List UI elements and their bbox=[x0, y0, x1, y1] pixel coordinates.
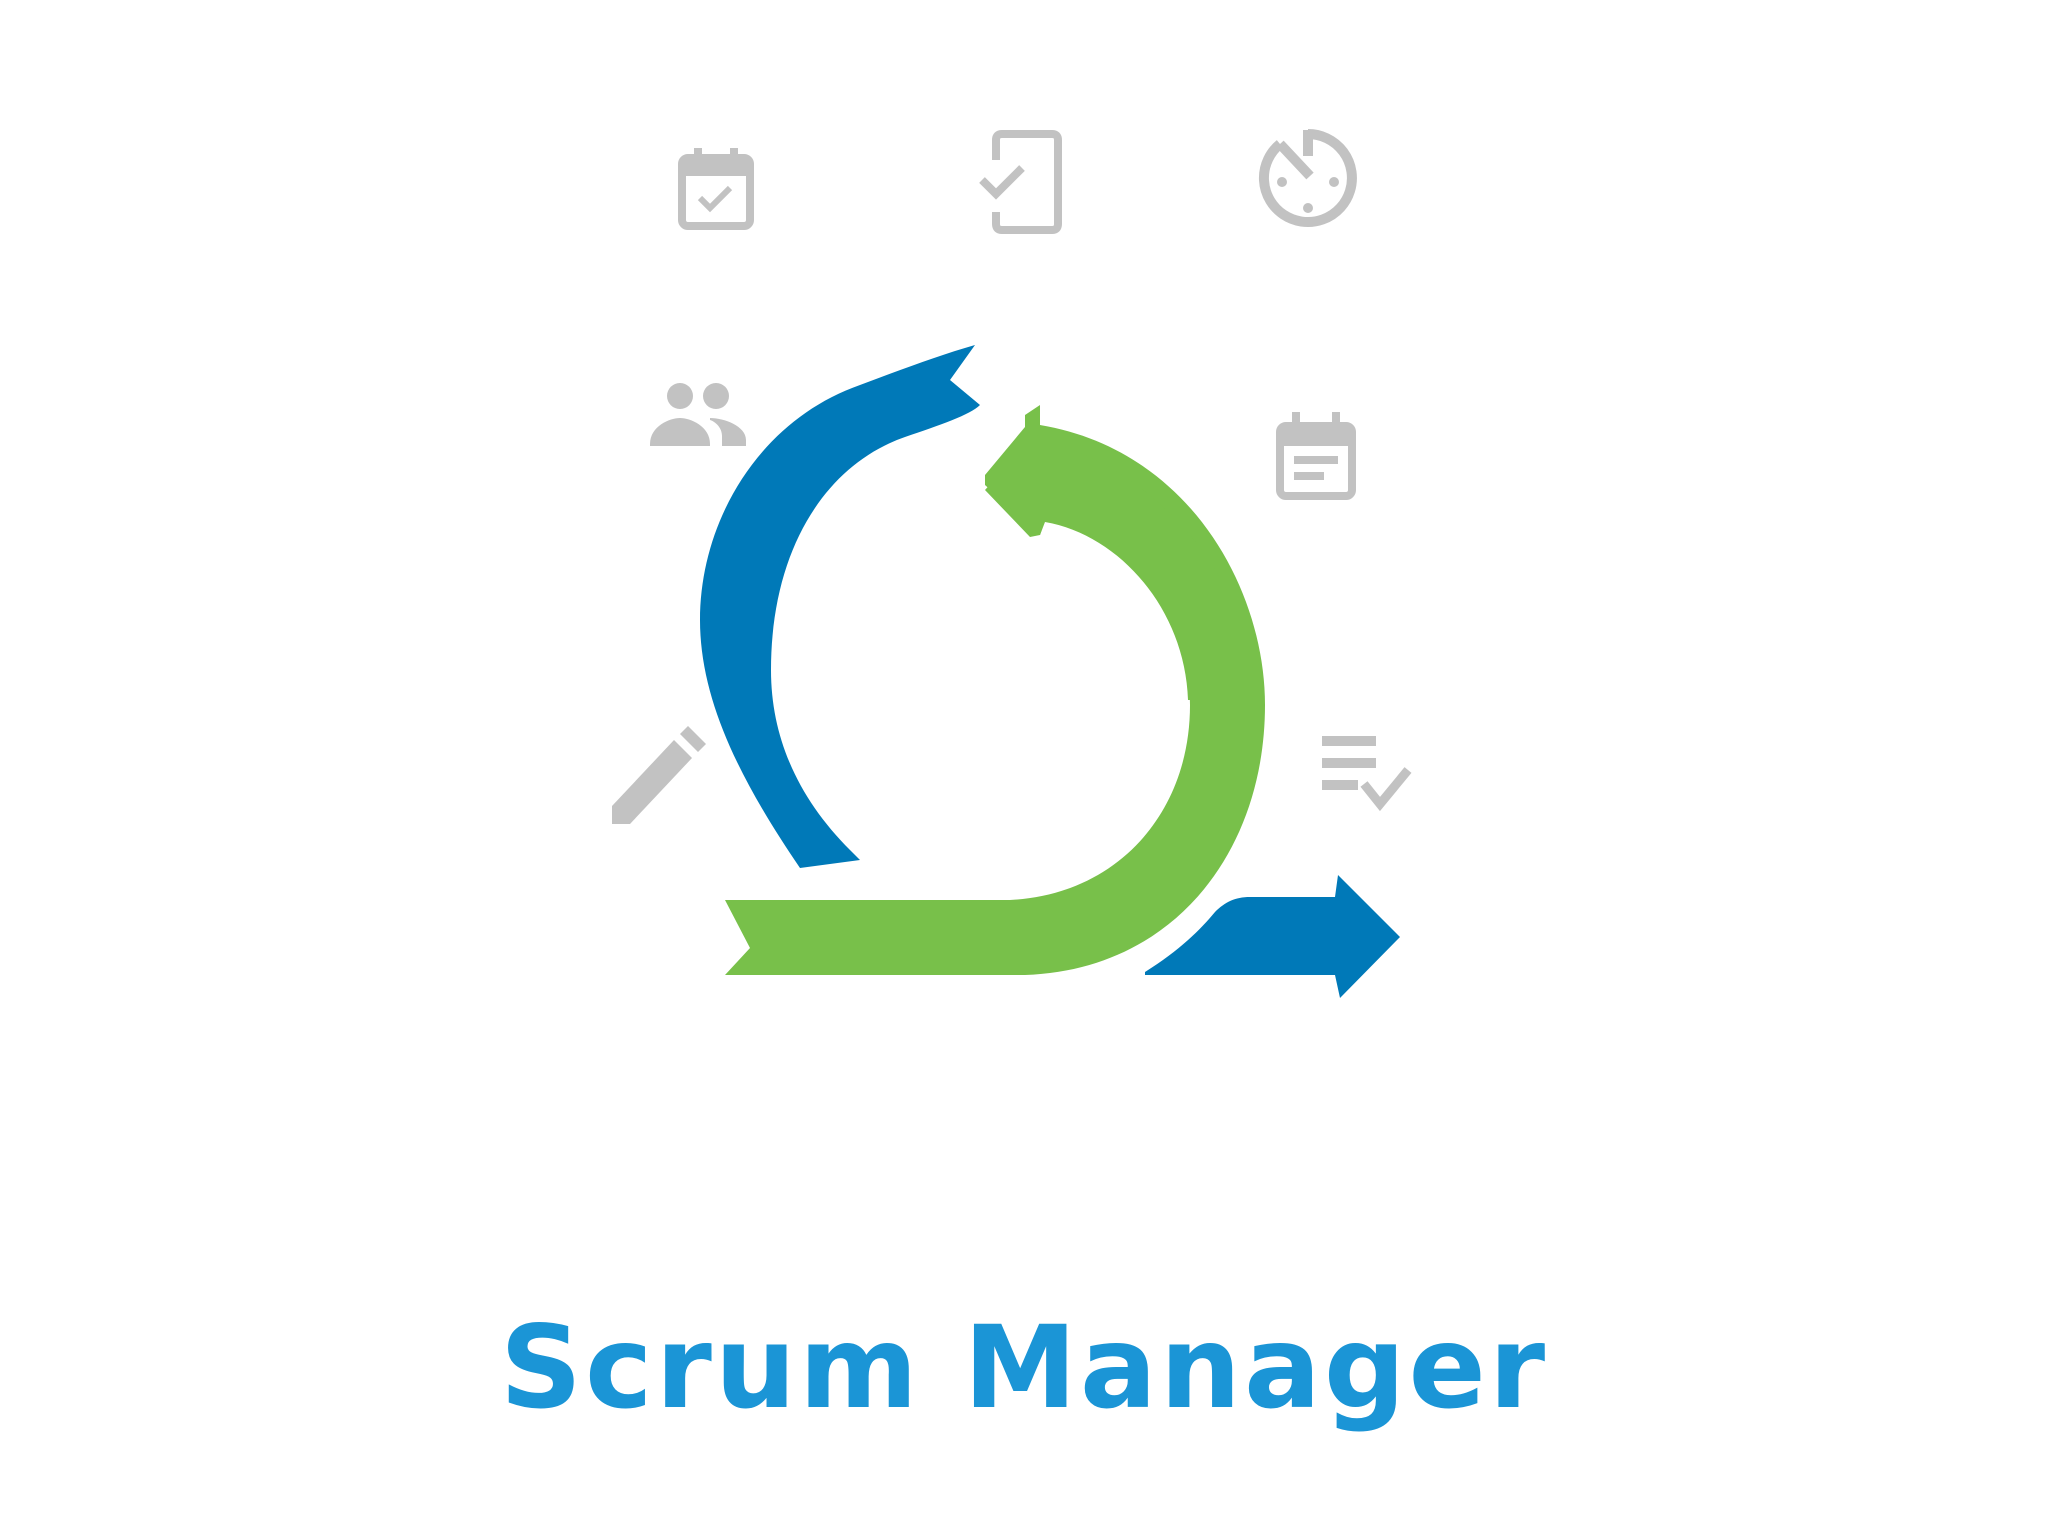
checklist-icon bbox=[1322, 736, 1408, 804]
app-title: Scrum Manager bbox=[499, 1301, 1549, 1434]
team-people-icon bbox=[650, 383, 746, 446]
blue-outgoing-arrow bbox=[1145, 875, 1400, 998]
tablet-check-icon bbox=[982, 134, 1058, 230]
stopwatch-icon bbox=[1264, 130, 1352, 222]
calendar-check-icon bbox=[682, 148, 750, 226]
blue-cycle-arc bbox=[700, 345, 980, 868]
scrum-cycle-logo bbox=[700, 345, 1400, 998]
calendar-event-icon bbox=[1280, 412, 1352, 496]
green-arrow-head bbox=[985, 415, 1255, 700]
pencil-icon bbox=[612, 726, 706, 824]
